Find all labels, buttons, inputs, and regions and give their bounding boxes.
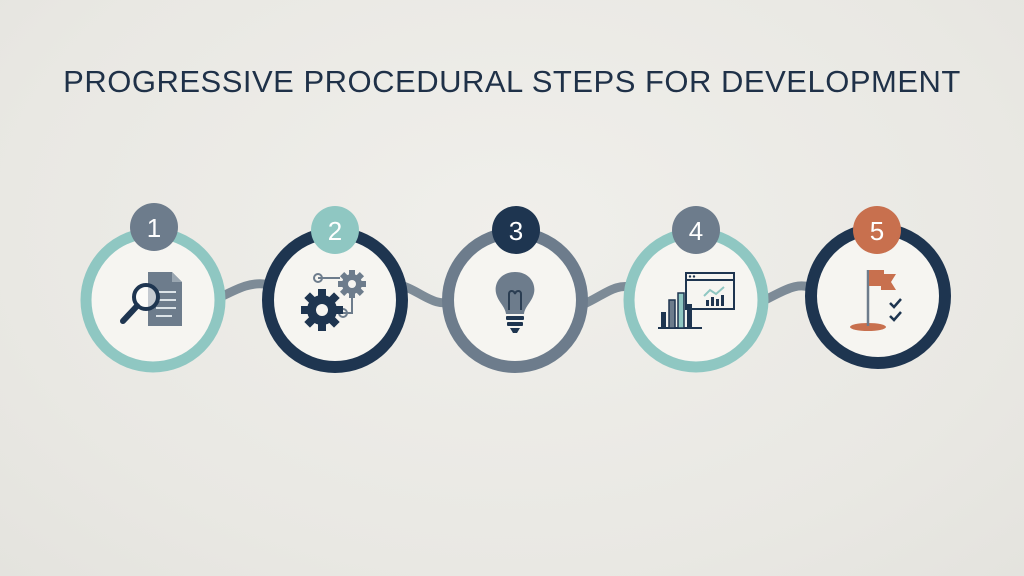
flag-checklist-icon — [850, 270, 902, 331]
step-5-badge: 5 — [853, 206, 901, 254]
step-2-number: 2 — [328, 216, 342, 246]
step-5-number: 5 — [870, 216, 884, 246]
step-3-badge: 3 — [492, 206, 540, 254]
step-5: 5 — [805, 206, 951, 369]
connector-wave — [200, 279, 820, 310]
step-4-badge: 4 — [672, 206, 720, 254]
analytics-chart-icon — [658, 272, 735, 329]
step-3: 3 — [442, 206, 588, 373]
step-3-number: 3 — [509, 216, 523, 246]
document-search-icon — [120, 272, 182, 326]
step-1: 1 — [80, 203, 226, 373]
step-1-number: 1 — [147, 213, 161, 243]
page-title: PROGRESSIVE PROCEDURAL STEPS FOR DEVELOP… — [63, 64, 961, 99]
lightbulb-icon — [495, 272, 535, 333]
step-4: 4 — [623, 206, 769, 373]
step-4-number: 4 — [689, 216, 703, 246]
step-1-badge: 1 — [130, 203, 178, 251]
gears-icon — [301, 270, 366, 331]
step-2-badge: 2 — [311, 206, 359, 254]
step-2: 2 — [262, 206, 408, 373]
